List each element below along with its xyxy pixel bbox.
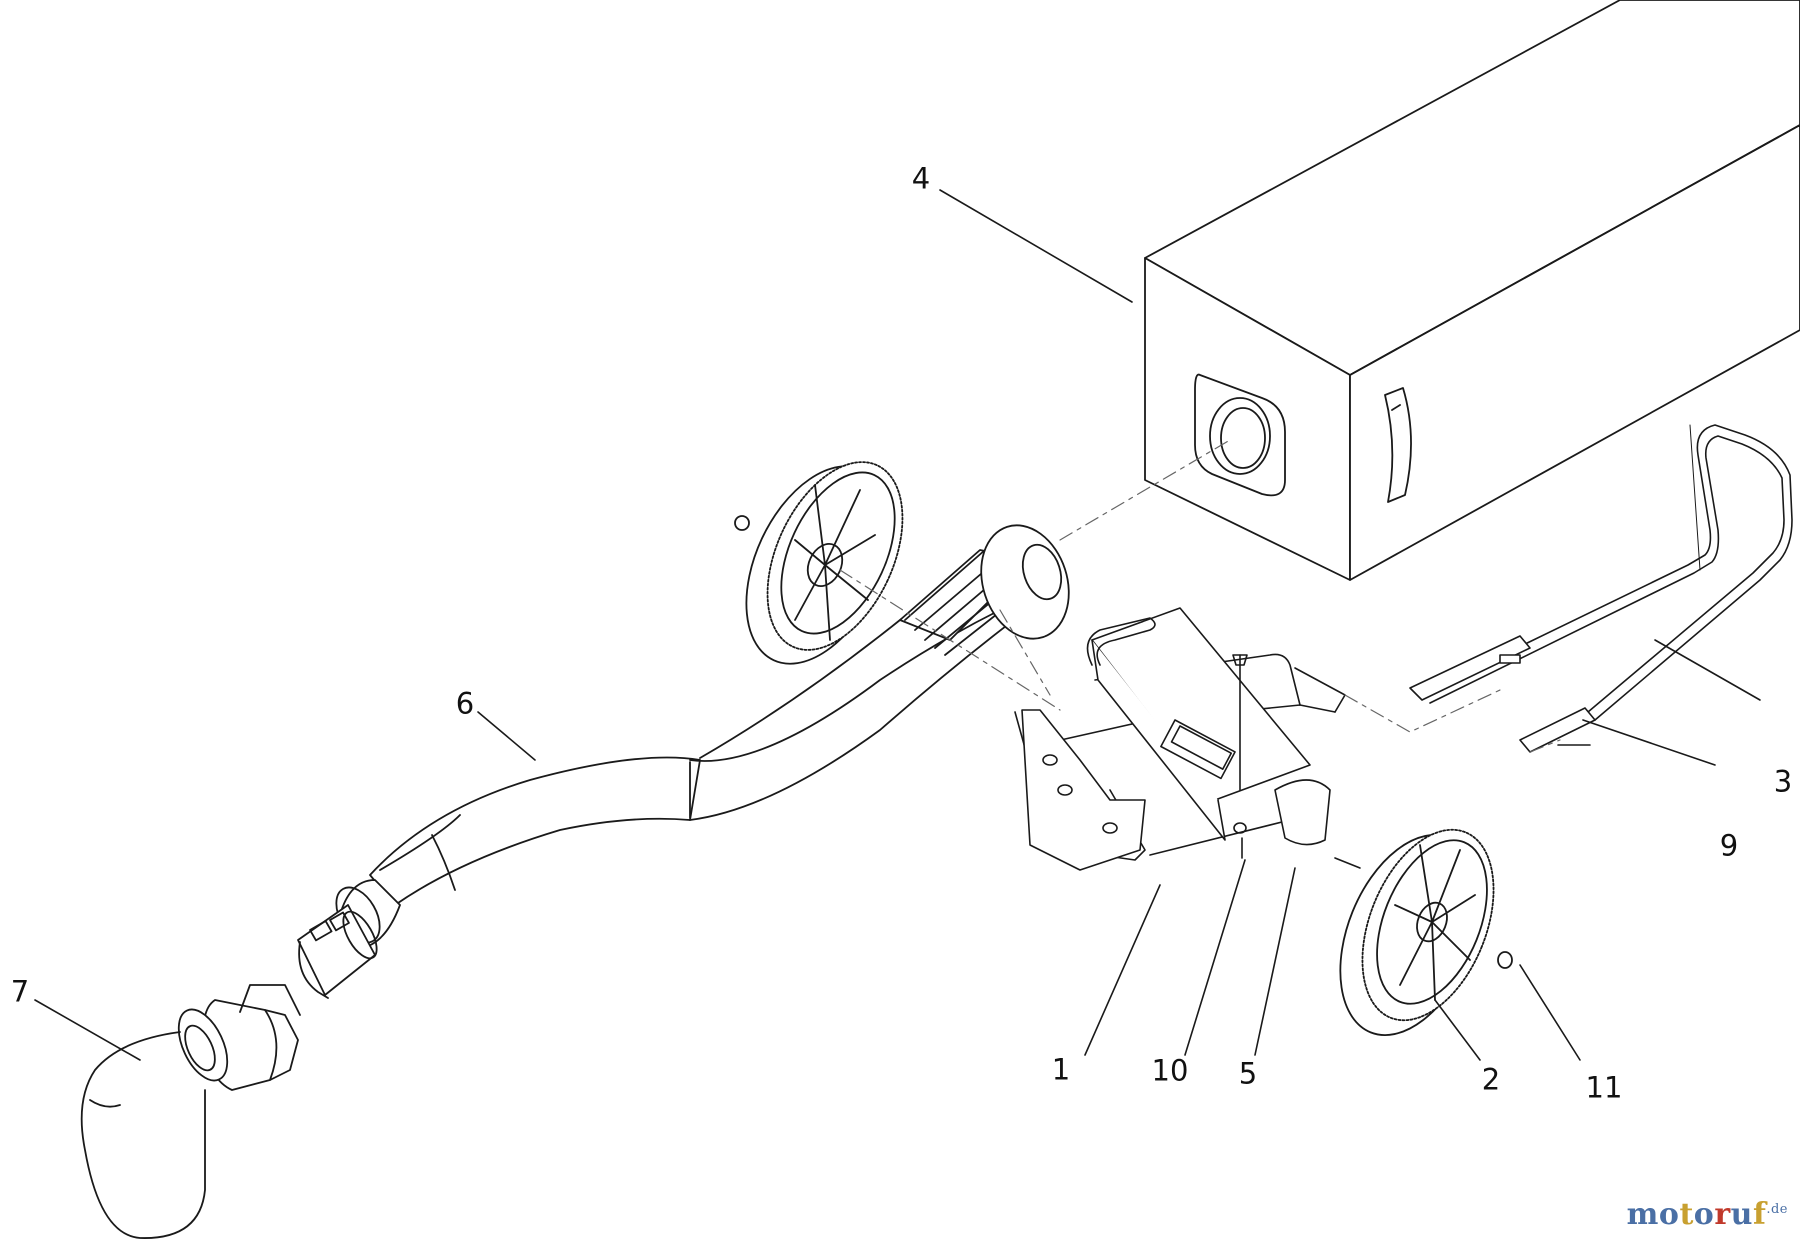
left-wheel <box>734 461 904 665</box>
watermark-tld: .de <box>1766 1202 1788 1217</box>
part-3-handle <box>1409 424 1793 753</box>
watermark-logo: motoruf.de <box>1627 1197 1788 1232</box>
part-7-nozzle <box>80 984 301 1239</box>
hose-coupler <box>297 904 378 999</box>
callout-11: 11 <box>1585 1070 1623 1105</box>
callout-1: 1 <box>1051 1052 1071 1087</box>
part-6-hose <box>335 524 1070 949</box>
leader-lines <box>34 189 1761 1061</box>
callout-7: 7 <box>10 974 30 1009</box>
part-4-tank <box>1144 0 1800 581</box>
part-1-cart-frame <box>1014 607 1361 871</box>
watermark-brand: motoruf <box>1626 1197 1767 1232</box>
callout-5: 5 <box>1238 1056 1258 1091</box>
callout-9: 9 <box>1719 828 1739 863</box>
assembly-lines <box>839 439 1561 753</box>
part-2-right-wheel <box>1339 828 1513 1036</box>
callout-10: 10 <box>1151 1053 1189 1088</box>
callout-2: 2 <box>1481 1062 1501 1097</box>
callout-6: 6 <box>455 686 475 721</box>
callout-3: 3 <box>1773 764 1793 799</box>
callout-4: 4 <box>911 161 931 196</box>
